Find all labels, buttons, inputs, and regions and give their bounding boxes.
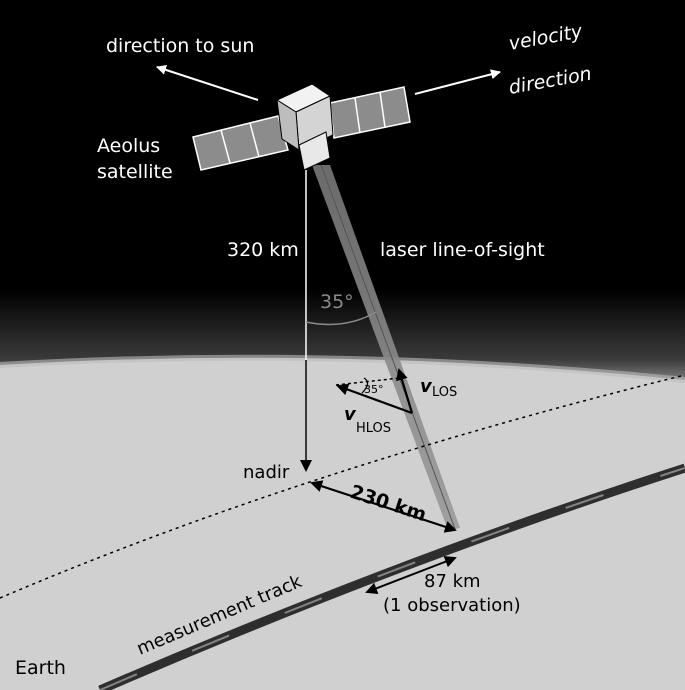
solar-panel-left bbox=[192, 115, 289, 171]
laser-axis bbox=[320, 164, 456, 530]
v-hlos-vector bbox=[336, 383, 413, 415]
velocity-direction-arrow bbox=[414, 69, 501, 95]
label-v-hlos-sub: HLOS bbox=[356, 421, 391, 436]
laser-beam bbox=[312, 165, 460, 530]
label-earth: Earth bbox=[15, 657, 66, 679]
label-observation-note: (1 observation) bbox=[383, 595, 521, 616]
v-los-vector bbox=[396, 368, 414, 414]
label-angle-small: 35° bbox=[364, 383, 384, 396]
sun-direction-arrow bbox=[156, 65, 259, 101]
angle-arc-large bbox=[305, 311, 377, 326]
label-altitude: 320 km bbox=[227, 239, 299, 261]
earth-limb bbox=[0, 354, 685, 383]
label-laser-los: laser line-of-sight bbox=[380, 239, 545, 261]
label-direction-to-sun: direction to sun bbox=[106, 35, 254, 57]
satellite-body-front bbox=[276, 99, 300, 151]
label-observation-distance: 87 km bbox=[424, 571, 481, 592]
label-nadir: nadir bbox=[243, 462, 290, 483]
satellite-icon bbox=[192, 83, 411, 171]
label-v-los-symbol: v bbox=[420, 376, 433, 397]
label-satellite-line1: Aeolus bbox=[97, 135, 160, 157]
ground-distance-arrow bbox=[310, 480, 457, 533]
satellite-telescope bbox=[298, 131, 331, 171]
dotted-hlos-extension bbox=[335, 377, 401, 386]
label-angle-large: 35° bbox=[320, 291, 354, 313]
label-v-hlos-symbol: v bbox=[344, 404, 357, 425]
angle-arc-small bbox=[361, 377, 369, 394]
label-satellite-line2: satellite bbox=[97, 161, 173, 183]
earth-surface bbox=[0, 357, 685, 690]
observation-distance-arrow bbox=[365, 556, 457, 594]
label-v-los-sub: LOS bbox=[432, 385, 457, 400]
dotted-ground-line bbox=[0, 374, 685, 599]
